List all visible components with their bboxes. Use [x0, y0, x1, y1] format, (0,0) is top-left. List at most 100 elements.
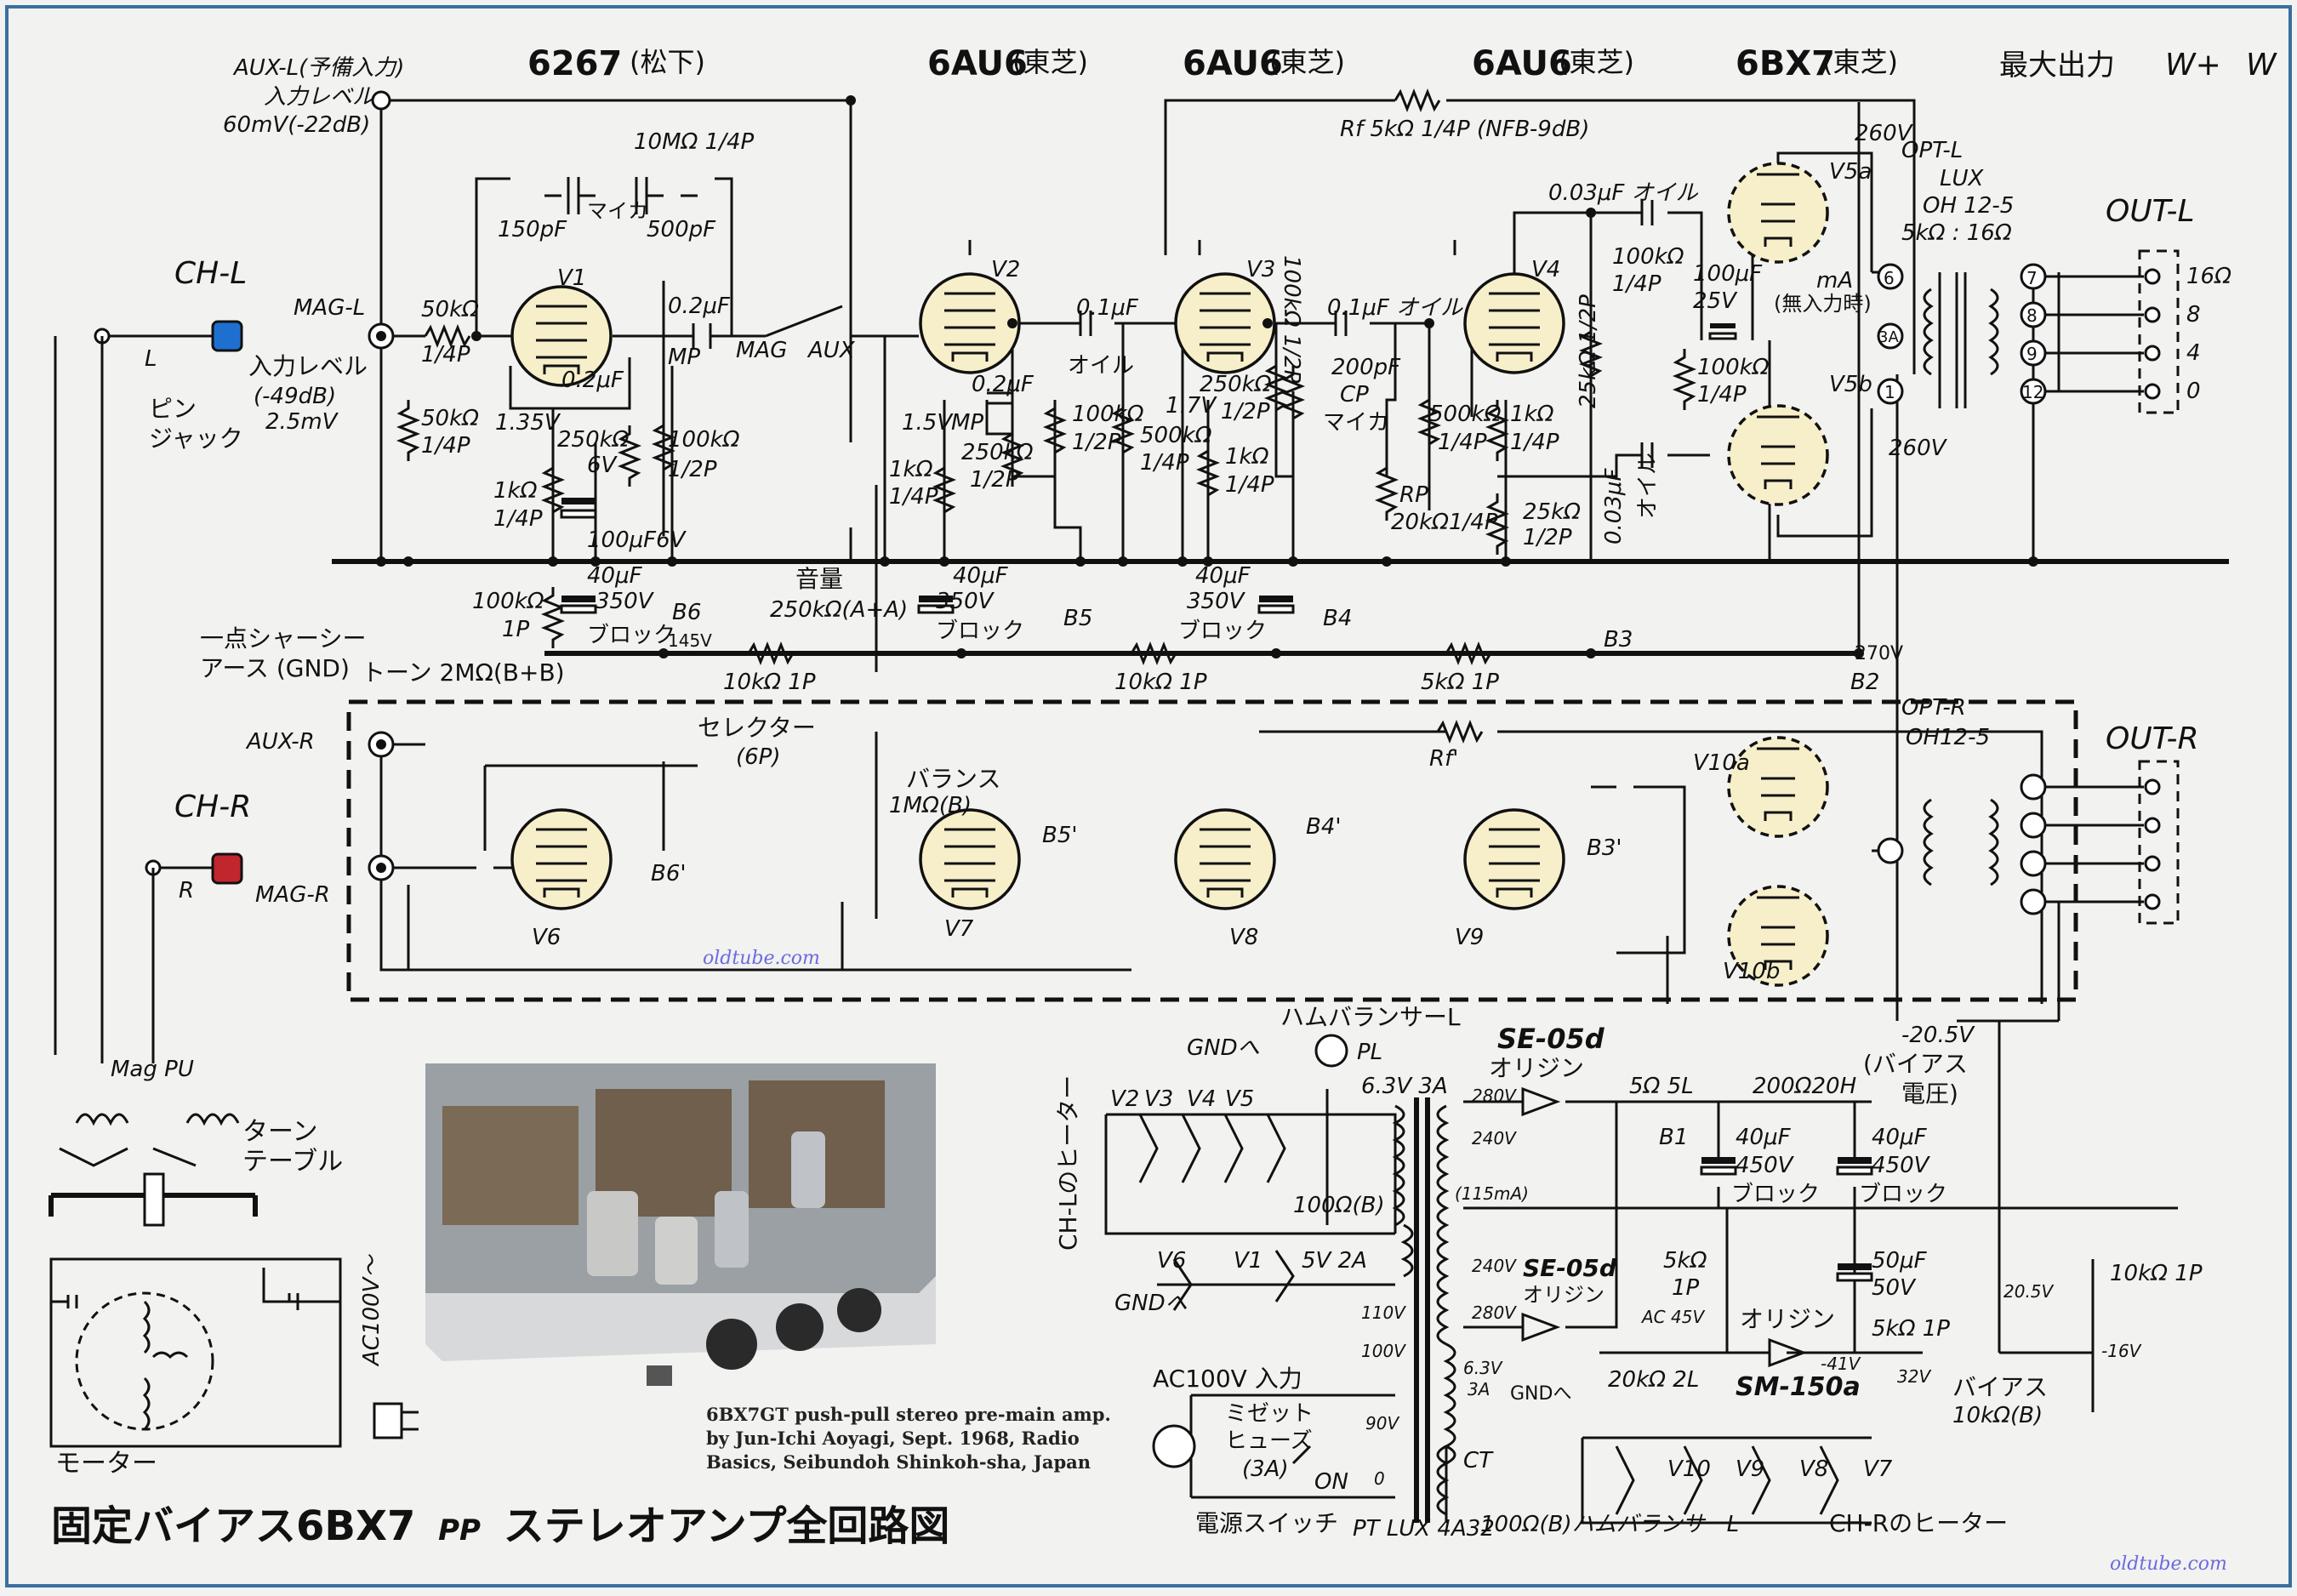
label-b4: B4: [1323, 606, 1352, 631]
turntable-motor: [48, 1113, 419, 1448]
pin-jack-r: [145, 852, 243, 1063]
watermark-corner: oldtube.com: [2110, 1553, 2227, 1575]
title-main: 固定バイアス6BX7: [51, 1502, 415, 1550]
title-rest: ステレオアンプ全回路図: [504, 1502, 950, 1550]
label-se05d-b: SE-05d: [1523, 1254, 1617, 1282]
label-ch-l: CH-L: [174, 256, 247, 291]
label-sw-aux: AUX: [807, 338, 856, 363]
label-r-250k-v3: 250kΩ: [1200, 372, 1272, 397]
label-c-150p: 150pF: [498, 217, 567, 242]
label-ct: CT: [1463, 1448, 1494, 1473]
label-0: 0: [1374, 1468, 1385, 1489]
label-pin12: 12: [2022, 382, 2043, 402]
label-r-25k-v4-w: 1/2P: [1523, 525, 1572, 550]
label-turn-2: テーブル: [242, 1147, 343, 1177]
caption-line-1: 6BX7GT push-pull stereo pre-main amp.: [706, 1404, 1111, 1425]
header-6au6-a: 6AU6: [927, 44, 1028, 83]
label-cp-mica: マイカ: [1323, 410, 1389, 436]
label-bias-pot: バイアス: [1952, 1373, 2048, 1401]
tube-headers: 6267 (松下) 6AU6 (東芝) 6AU6 (東芝) 6AU6 (東芝) …: [527, 44, 2277, 83]
label-c-02: 0.2μF: [561, 368, 624, 393]
label-tap-8: 8: [2186, 302, 2201, 328]
label-balance-spec: 1MΩ(B): [889, 793, 972, 818]
label-bias-2: 電圧): [1901, 1080, 1958, 1108]
label-c-100u-25: 100μF: [1693, 261, 1763, 287]
label-20-5v: 20.5V: [2003, 1281, 2055, 1302]
label-gnd-he: GNDへ: [1187, 1035, 1260, 1061]
label-rf-r: Rf': [1429, 746, 1458, 772]
label-oil: オイル: [1068, 353, 1134, 379]
label-gnd-1: 一点シャーシー: [200, 624, 366, 653]
label-v10b: V10b: [1723, 959, 1780, 984]
label-opt-l: OPT-L: [1901, 138, 1963, 163]
label-selector: セレクター: [698, 714, 816, 742]
out-r-terminal: [2138, 760, 2180, 925]
label-volume: 音量: [795, 565, 843, 593]
label-25v: 25V: [1693, 288, 1738, 314]
label-r-10k-b: 10kΩ 1P: [1114, 670, 1207, 695]
label-c-40u-450-a-v: 450V: [1736, 1153, 1795, 1178]
label-r-250k-v3-w: 1/2P: [1221, 399, 1270, 425]
label-r-1k-v3: 1kΩ: [1225, 444, 1269, 470]
page-frame: [5, 5, 2292, 1587]
label-100v: 100V: [1361, 1341, 1406, 1361]
label-c-100u: 100μF6V: [587, 527, 687, 553]
label-r-500k: 500kΩ: [1140, 423, 1212, 448]
label-c-01: 0.1μF: [1076, 295, 1139, 321]
electrolytic-caps: [560, 323, 1737, 614]
label-280v-b: 280V: [1472, 1302, 1517, 1323]
label-lux: LUX: [1940, 166, 1985, 191]
schematic-symbols: [396, 88, 1697, 744]
label-oh: OH 12-5: [1923, 193, 2014, 219]
label-aux-l-level: 入力レベル: [264, 84, 375, 110]
label-v9: V9: [1455, 925, 1484, 950]
label-pin1: 1: [1884, 382, 1895, 402]
label-r-250k-v2-w: 1/2P: [970, 467, 1019, 493]
label-v1h: V1: [1234, 1248, 1262, 1274]
power-supply-wiring: [1104, 1019, 2178, 1525]
label-6-3v-3a: 6.3V 3A: [1361, 1074, 1448, 1099]
label-motor: モーター: [55, 1449, 157, 1479]
label-b5: B5: [1063, 606, 1092, 631]
label-pin-jack-2: ジャック: [149, 425, 243, 453]
tube-v5a: [1727, 162, 1829, 264]
label-turn-1: ターン: [242, 1117, 318, 1147]
label-fuse-3: (3A): [1242, 1456, 1289, 1482]
label-b4r: B4': [1306, 814, 1342, 840]
label-c-40u-450-b-v: 450V: [1872, 1153, 1931, 1178]
label-r-100k-v5-w: 1/4P: [1612, 271, 1661, 297]
label-r-500k-v4: 500kΩ: [1429, 402, 1502, 427]
label-v6h: V6: [1157, 1248, 1186, 1274]
label-c-02-mp: 0.2μF: [668, 294, 731, 319]
label-r-1k-v2-w: 1/4P: [889, 484, 938, 510]
wiring-right: [379, 730, 2144, 1021]
label-rp: RP: [1399, 482, 1428, 508]
label-r-1k-v3-w: 1/4P: [1225, 472, 1274, 498]
label-r100-b: 100Ω(B): [1293, 1193, 1385, 1218]
label-6v: 6V: [587, 453, 618, 478]
label-tap-0: 0: [2186, 379, 2201, 404]
label-3a: 3A: [1468, 1379, 1490, 1399]
label-r-50k2: 50kΩ: [421, 406, 479, 431]
opt-r-transformer: [1877, 773, 2047, 915]
max-output-label: 最大出力: [1999, 48, 2115, 83]
header-6267-maker: (松下): [630, 46, 705, 78]
label-pt: PT LUX 4A32: [1353, 1516, 1495, 1542]
label-ch-r: CH-R: [174, 789, 251, 824]
header-6bx7: 6BX7: [1736, 44, 1835, 83]
caption-line-3: Basics, Seibundoh Shinkoh-sha, Japan: [706, 1451, 1091, 1473]
label-r-50k2-w: 1/4P: [421, 433, 470, 459]
label-v8: V8: [1229, 925, 1258, 950]
label-r-25k-v5: 25kΩ 1/2P: [1576, 294, 1601, 408]
label-r-5k-ps-w: 1P: [1672, 1275, 1700, 1301]
label-b1: B1: [1659, 1125, 1688, 1150]
label-c-40u-c: 40μF: [1195, 563, 1251, 589]
label-1-35v: 1.35V: [495, 410, 561, 436]
label-c-200p: 200pF: [1331, 355, 1401, 380]
label-270v: 270V: [1855, 643, 1903, 664]
label-b5r: B5': [1042, 823, 1078, 848]
label-pin6: 6: [1884, 268, 1895, 288]
label-41v: -41V: [1821, 1354, 1861, 1374]
label-mag-level: 入力レベル: [248, 352, 368, 380]
